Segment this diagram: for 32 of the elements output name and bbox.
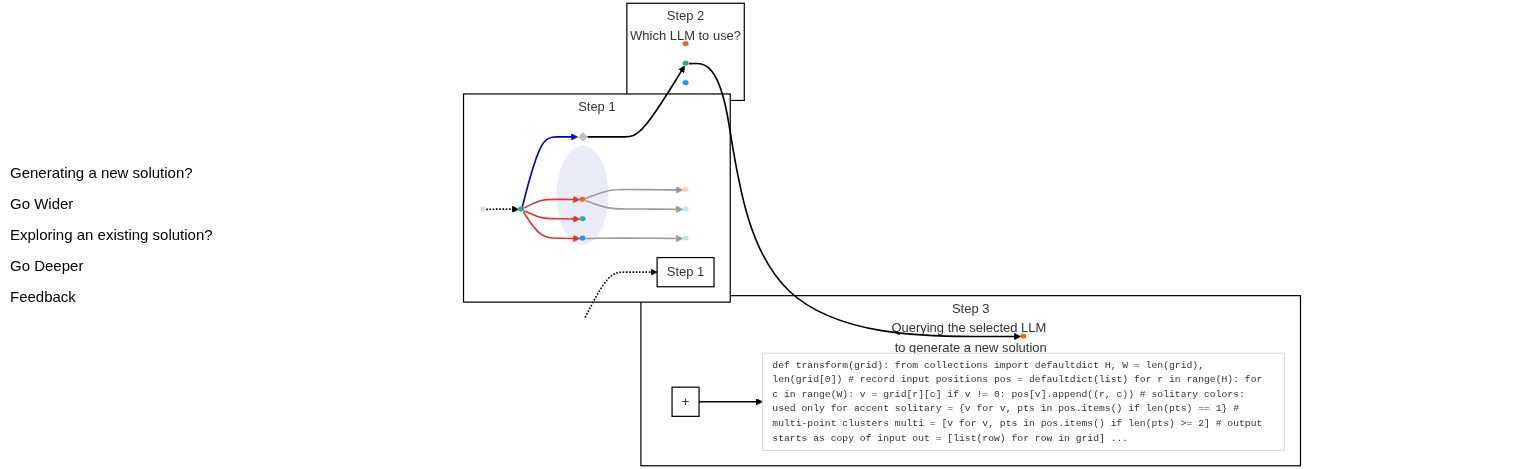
note-text: Go Deeper bbox=[10, 257, 85, 274]
node-ellipse bbox=[1020, 333, 1027, 339]
node-box: Step 1 bbox=[656, 256, 715, 288]
node-ellipse bbox=[579, 216, 586, 222]
arrow bbox=[585, 199, 684, 213]
node-ellipse bbox=[518, 206, 525, 212]
node-ellipse bbox=[682, 235, 689, 241]
node-ellipse bbox=[682, 60, 689, 66]
note-text: Go Wider bbox=[10, 195, 75, 212]
arrow bbox=[521, 133, 579, 208]
node-box: + bbox=[671, 386, 700, 417]
node-diamond bbox=[578, 132, 588, 142]
note-text: Feedback bbox=[10, 288, 77, 305]
note-text: Exploring an existing solution? bbox=[10, 226, 214, 243]
note-text: Generating a new solution? bbox=[10, 164, 194, 181]
node-ellipse bbox=[682, 41, 689, 47]
node-ellipse bbox=[682, 187, 689, 192]
arrow bbox=[522, 210, 581, 242]
arrow bbox=[585, 186, 684, 200]
arrow bbox=[688, 62, 1022, 341]
node-box: def transform(grid): from collections import defaultdict H, W = len(grid), len(grid[0]) # record input positions pos = defaultdict(list) for r in range(H): for c in range(W): v = grid[r][c] if v != 0: pos[v].append((r, c)) # solitary colors: used only for accent solitary = {v for v, pts in pos.items() if len(pts) == 1} # multi-point clusters multi = [v for v, pts in pos.items() if len(pts) >= 2] # output starts as copy of input out = [list(row) for row in grid] ... bbox=[762, 352, 1285, 451]
node-ellipse bbox=[682, 80, 689, 86]
arrow bbox=[585, 234, 684, 243]
node-ellipse bbox=[682, 206, 689, 212]
node-ellipse bbox=[579, 235, 586, 241]
node-ellipse bbox=[579, 196, 586, 202]
arrow bbox=[523, 209, 581, 223]
arrow bbox=[485, 205, 519, 213]
node-ellipse bbox=[479, 206, 486, 212]
arrow bbox=[586, 65, 685, 138]
arrow bbox=[523, 196, 581, 209]
arrow bbox=[584, 268, 658, 319]
